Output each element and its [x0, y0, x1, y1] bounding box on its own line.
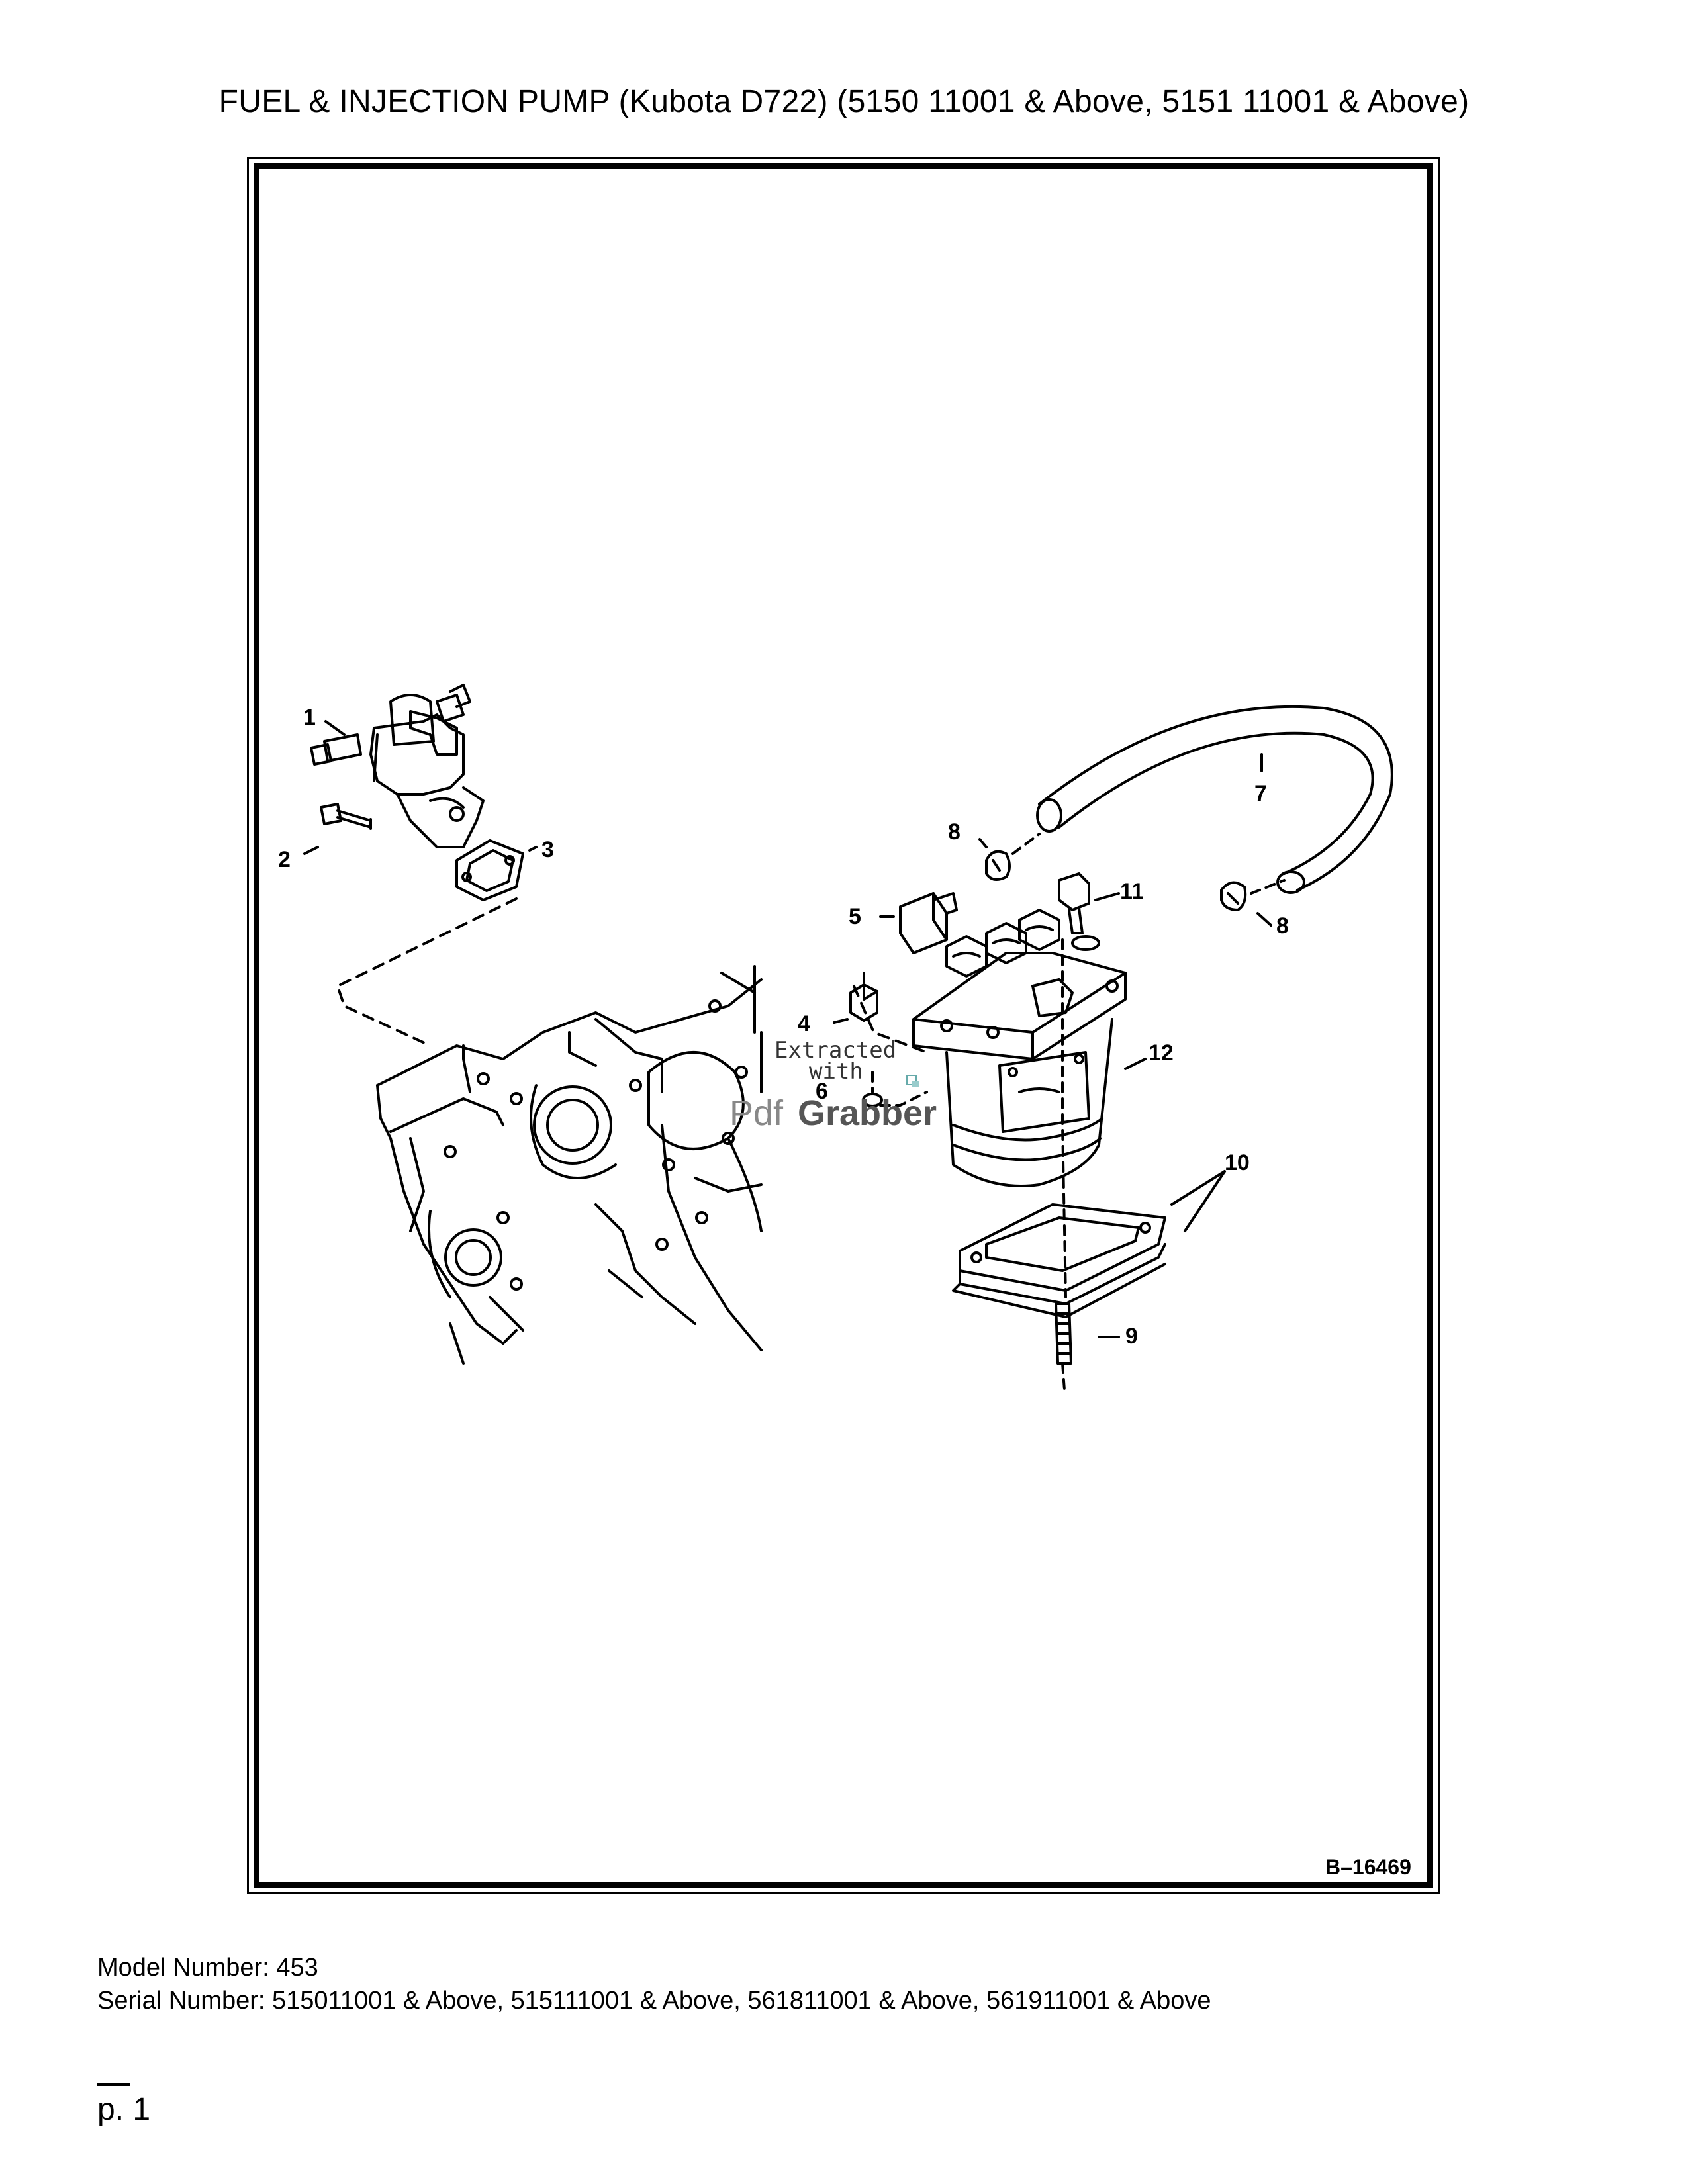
part-shims [952, 1203, 1166, 1318]
callout-7: 7 [1254, 781, 1267, 806]
figure-frame [254, 163, 1433, 1888]
callout-9: 9 [1125, 1324, 1138, 1349]
watermark-brand-grabber: Grabber [798, 1093, 937, 1133]
callout-1: 1 [303, 705, 316, 730]
watermark-line1: Extracted [774, 1037, 896, 1064]
part-hose-clamp-upper [985, 850, 1011, 881]
engine-block [376, 965, 763, 1365]
part-gasket [455, 839, 524, 901]
callout-10: 10 [1225, 1150, 1250, 1175]
callout-2: 2 [278, 847, 291, 872]
watermark: Extracted with Pdf Grabber [729, 1037, 937, 1133]
figure-code: B–16469 [1325, 1855, 1411, 1879]
callout-5: 5 [849, 904, 861, 929]
watermark-brand-pdf: Pdf [729, 1093, 784, 1133]
page-title: FUEL & INJECTION PUMP (Kubota D722) (515… [218, 84, 1470, 119]
figure-frame-outer [247, 157, 1440, 1894]
part-injection-pump [912, 909, 1127, 1187]
callout-8-right: 8 [1276, 913, 1289, 938]
watermark-logo-icon [906, 1075, 917, 1085]
part-fuel-hose [1036, 705, 1393, 894]
part-bolt-washer [1058, 872, 1100, 951]
callout-11: 11 [1120, 879, 1144, 904]
watermark-line2: with [809, 1058, 863, 1085]
part-hose-clamp-right [1220, 881, 1247, 911]
watermark-logo-icon-fill [912, 1081, 919, 1087]
part-fitting [899, 892, 958, 954]
part-nut [849, 983, 878, 1022]
part-fuel-feed-pump [310, 684, 485, 848]
page-number-rule [97, 2083, 130, 2086]
part-washer [862, 1093, 883, 1107]
page-number: p. 1 [97, 2092, 151, 2127]
serial-number: Serial Number: 515011001 & Above, 515111… [97, 1987, 1211, 2015]
callout-4: 4 [798, 1011, 810, 1036]
callout-8-upper: 8 [948, 819, 961, 844]
callout-6: 6 [816, 1079, 828, 1104]
callout-12: 12 [1149, 1040, 1174, 1066]
callout-3: 3 [541, 837, 554, 862]
part-stud [1055, 1302, 1072, 1365]
callout-leaders [303, 720, 1272, 1338]
model-number: Model Number: 453 [97, 1954, 318, 1981]
part-bolt [320, 803, 372, 830]
